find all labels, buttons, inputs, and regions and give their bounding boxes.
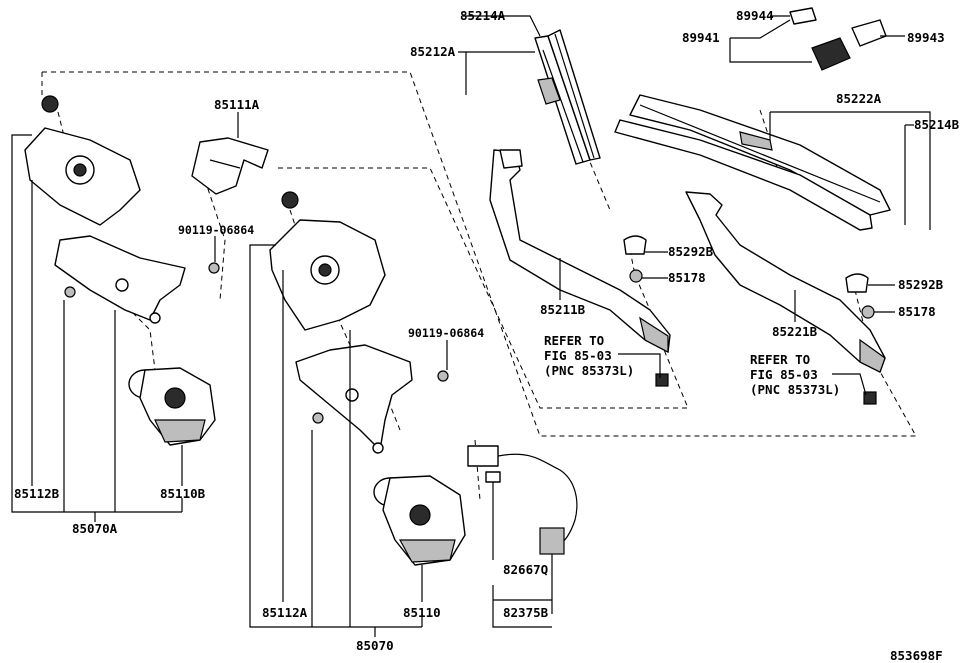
part-labels: 85214A 85212A 89944 89941 89943 85222A 8…	[14, 8, 960, 663]
wiper-arm-85221B	[685, 191, 886, 373]
label-85111A: 85111A	[214, 97, 260, 112]
pivot-cap-85292B-b	[845, 273, 869, 293]
refer-left-line3: (PNC 85373L)	[544, 363, 634, 378]
refer-note-left: REFER TO FIG 85-03 (PNC 85373L)	[544, 333, 634, 378]
label-82375B: 82375B	[503, 605, 549, 620]
end-cap-89943	[851, 19, 887, 47]
label-82667Q: 82667Q	[503, 562, 548, 577]
connector-left	[655, 373, 669, 387]
connector-right	[863, 391, 877, 405]
wiper-blade-85212A	[534, 29, 601, 165]
wire-harness-82375B	[467, 445, 578, 555]
grommet-center	[281, 191, 299, 209]
harness-connector-b	[539, 527, 565, 555]
label-85112B: 85112B	[14, 486, 60, 501]
label-90119-left: 90119-06864	[178, 223, 254, 237]
grommet-left	[41, 95, 59, 113]
refer-right-line2: FIG 85-03	[750, 367, 818, 382]
wiper-motor-85110	[373, 475, 466, 566]
label-85070A: 85070A	[72, 521, 118, 536]
link-assembly-85070	[269, 191, 449, 454]
end-cap-89941	[811, 37, 851, 71]
label-89941: 89941	[682, 30, 720, 45]
figure-id: 853698F	[890, 648, 943, 663]
label-85110: 85110	[403, 605, 441, 620]
wiper-blade-85222A	[614, 94, 891, 231]
pivot-cap-85292B-a	[623, 235, 647, 255]
label-85211B: 85211B	[540, 302, 586, 317]
label-85110B: 85110B	[160, 486, 206, 501]
label-85112A: 85112A	[262, 605, 308, 620]
label-85212A: 85212A	[410, 44, 456, 59]
bracket-85111A	[191, 137, 269, 195]
label-85070: 85070	[356, 638, 394, 653]
end-caps-group	[789, 7, 887, 71]
label-89943: 89943	[907, 30, 945, 45]
harness-connector-a	[467, 445, 499, 467]
label-85178-a: 85178	[668, 270, 706, 285]
bolt-center-b	[437, 370, 449, 382]
label-85178-b: 85178	[898, 304, 936, 319]
label-90119-mid: 90119-06864	[408, 326, 484, 340]
end-cap-89944	[789, 7, 817, 25]
bolt-left-a	[64, 286, 76, 298]
refer-right-line3: (PNC 85373L)	[750, 382, 840, 397]
label-85292B-b: 85292B	[898, 277, 944, 292]
refer-left-line1: REFER TO	[544, 333, 604, 348]
label-85292B-a: 85292B	[668, 244, 714, 259]
refer-left-line2: FIG 85-03	[544, 348, 612, 363]
wiper-arm-85211B	[489, 149, 671, 353]
bolt-left-b	[208, 262, 220, 274]
bolt-center-a	[312, 412, 324, 424]
nut-85178-b	[861, 305, 875, 319]
refer-right-line1: REFER TO	[750, 352, 810, 367]
refer-note-right: REFER TO FIG 85-03 (PNC 85373L)	[750, 352, 840, 397]
clip-82667Q	[485, 471, 501, 483]
nut-85178-a	[629, 269, 643, 283]
label-85214A-top: 85214A	[460, 8, 506, 23]
link-assembly-85070A	[24, 95, 220, 324]
leader-lines	[11, 15, 931, 637]
wiper-motor-85110B	[128, 367, 216, 446]
label-85221B: 85221B	[772, 324, 818, 339]
label-89944: 89944	[736, 8, 774, 23]
label-85222A: 85222A	[836, 91, 882, 106]
label-85214B: 85214B	[914, 117, 960, 132]
